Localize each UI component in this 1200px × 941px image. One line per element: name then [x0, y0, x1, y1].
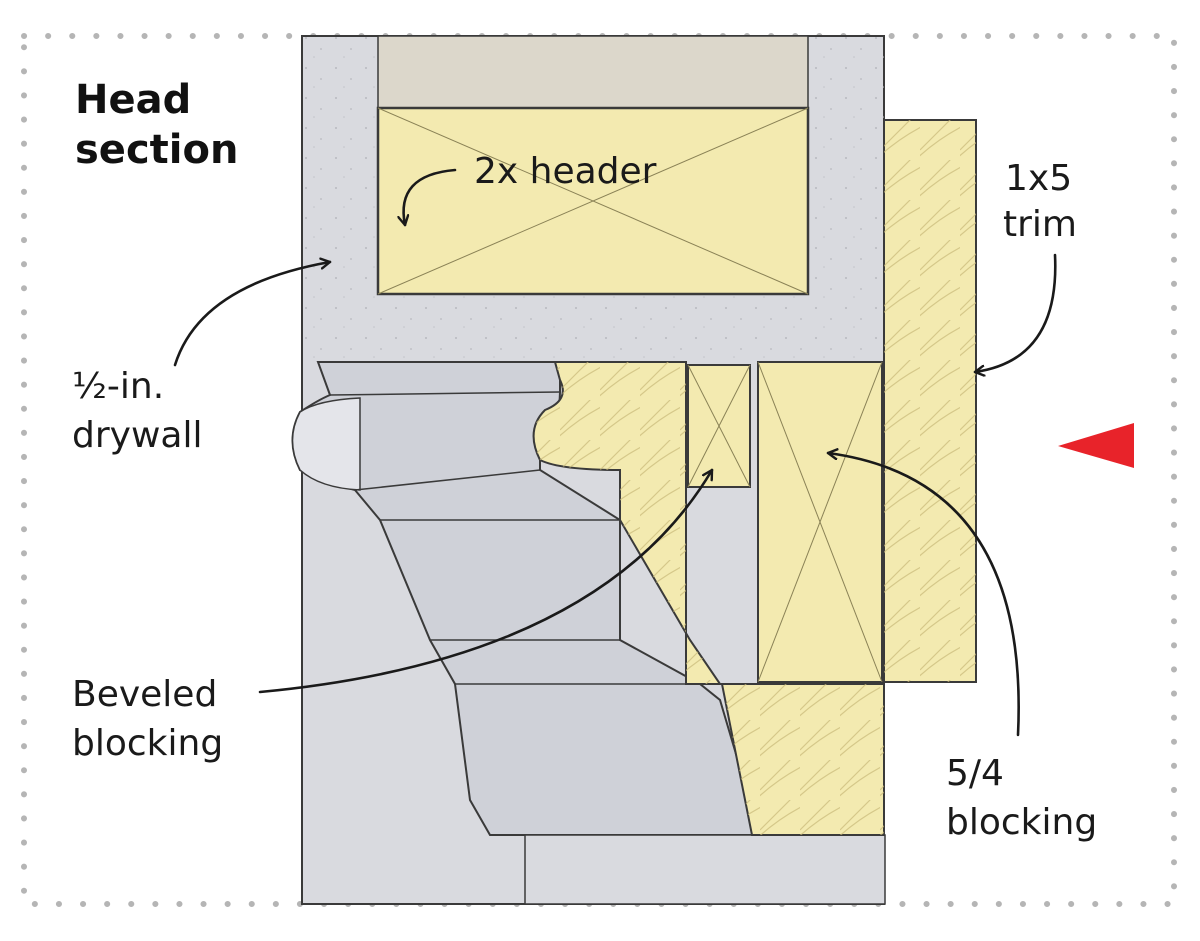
- blocking-5-4: [757, 361, 883, 683]
- header-2x: [376, 106, 810, 296]
- label-header: 2x header: [474, 151, 657, 192]
- title-line1: Head: [75, 77, 191, 123]
- arrow-trim: [973, 253, 1057, 372]
- label-drywall-line2: drywall: [72, 415, 202, 456]
- label-blocking54-line2: blocking: [946, 802, 1097, 843]
- label-trim-line1: 1x5: [1005, 158, 1072, 199]
- arrow-beveled: [258, 468, 714, 694]
- label-trim-line2: trim: [1003, 204, 1077, 245]
- arrow-drywall: [173, 262, 332, 367]
- arrow-header: [404, 168, 457, 227]
- label-beveled-line2: blocking: [72, 723, 223, 764]
- trim-1x5: [883, 119, 977, 683]
- label-blocking54-line1: 5/4: [946, 753, 1004, 794]
- beveled-blocking: [687, 364, 751, 488]
- label-beveled-line1: Beveled: [72, 674, 217, 715]
- arrow-blocking: [826, 453, 1020, 737]
- crown-molding: [291, 361, 886, 905]
- title-line2: section: [75, 127, 238, 173]
- label-drywall-line1: ½-in.: [72, 366, 164, 407]
- wood-backing: [532, 361, 885, 836]
- callout-arrows: [173, 168, 1057, 737]
- red-triangle-marker-icon: [1058, 423, 1134, 468]
